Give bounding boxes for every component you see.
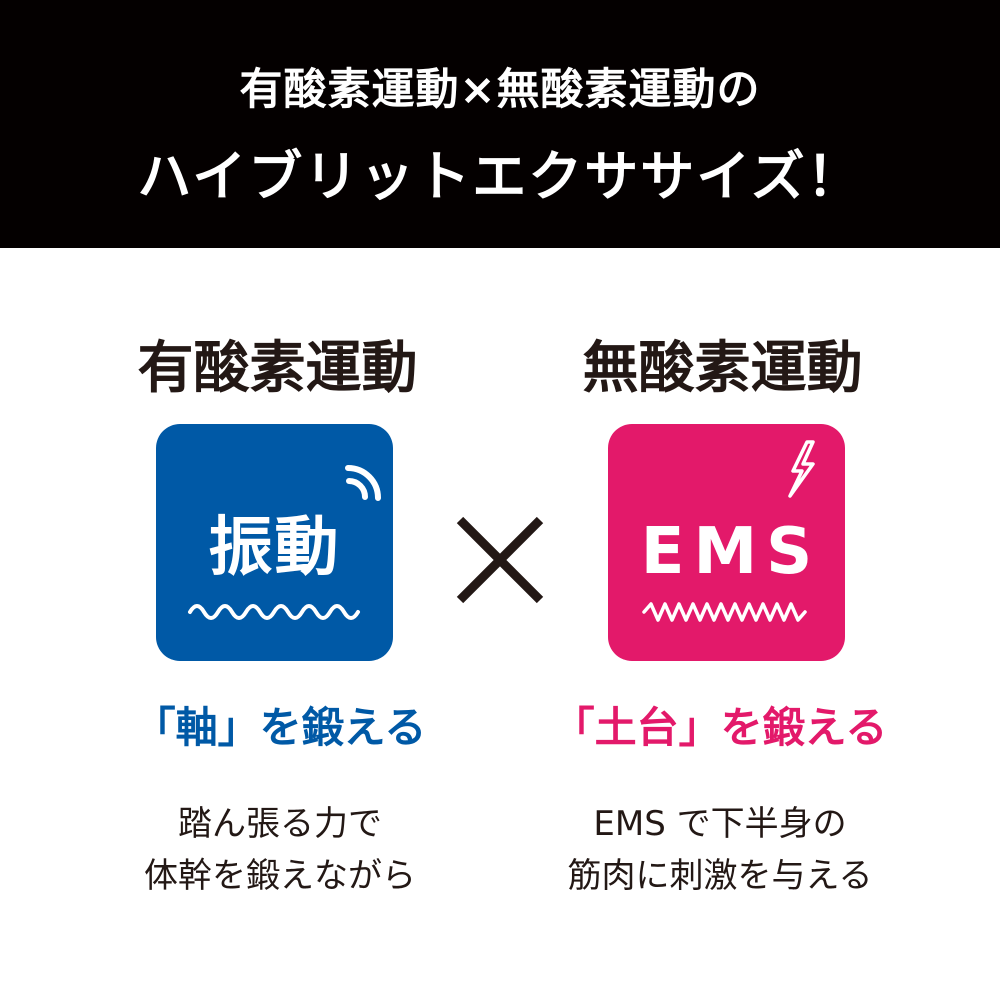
header-banner: 有酸素運動×無酸素運動の ハイブリットエクササイズ！ [0, 0, 1000, 248]
aerobic-title: 有酸素運動 [137, 336, 418, 401]
ems-tile: EMS [608, 424, 845, 661]
vibration-label: 振動 [208, 511, 341, 585]
vibration-tile: 振動 [156, 424, 393, 661]
anaerobic-description-line-2: 筋肉に刺激を与える [567, 856, 873, 896]
anaerobic-title: 無酸素運動 [582, 336, 863, 401]
aerobic-description: 踏ん張る力で 体幹を鍛えながら [60, 800, 500, 904]
aerobic-description-line-1: 踏ん張る力で [178, 804, 382, 844]
header-line-1: 有酸素運動×無酸素運動の [239, 65, 761, 115]
core-subhead: 「軸」を鍛える [133, 703, 427, 752]
header-line-2: ハイブリットエクササイズ！ [137, 145, 863, 208]
foundation-subhead: 「土台」を鍛える [552, 703, 888, 752]
anaerobic-description-line-1: EMS で下半身の [593, 804, 847, 844]
multiply-icon [456, 516, 544, 604]
vibration-waves-icon [188, 465, 381, 620]
aerobic-description-line-2: 体幹を鍛えながら [144, 856, 416, 896]
ems-label: EMS [640, 515, 822, 589]
lightning-bolt-icon [642, 440, 815, 622]
anaerobic-description: EMS で下半身の 筋肉に刺激を与える [500, 800, 940, 904]
